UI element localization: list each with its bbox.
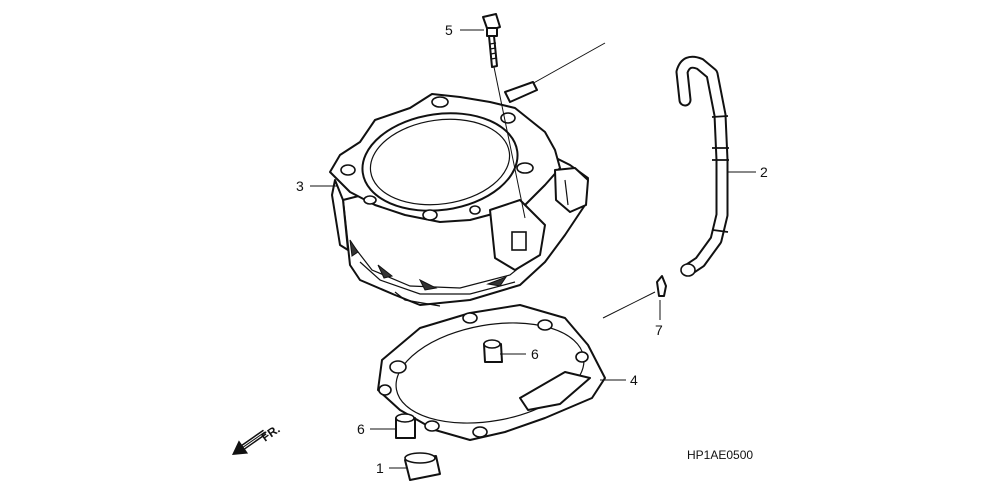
diagram-code: HP1AE0500	[687, 448, 753, 462]
dowel-pin-upper	[483, 339, 503, 363]
cylinder-stud	[504, 42, 606, 103]
bolt	[482, 13, 526, 219]
cylinder	[329, 93, 589, 307]
callout-6a: 6	[531, 346, 539, 362]
cylinder-gasket	[377, 304, 606, 441]
callout-4: 4	[630, 372, 638, 388]
front-arrow-icon	[232, 429, 267, 455]
callout-6b: 6	[357, 421, 365, 437]
front-marker-label: FR.	[259, 422, 283, 445]
breather-hose	[675, 55, 729, 277]
callout-2: 2	[760, 164, 768, 180]
dowel-pin-lower	[395, 413, 416, 439]
hose-clip	[602, 275, 667, 319]
callout-3: 3	[296, 178, 304, 194]
callout-1: 1	[376, 460, 384, 476]
collar	[404, 452, 441, 481]
callout-7: 7	[655, 322, 663, 338]
callout-5: 5	[445, 22, 453, 38]
